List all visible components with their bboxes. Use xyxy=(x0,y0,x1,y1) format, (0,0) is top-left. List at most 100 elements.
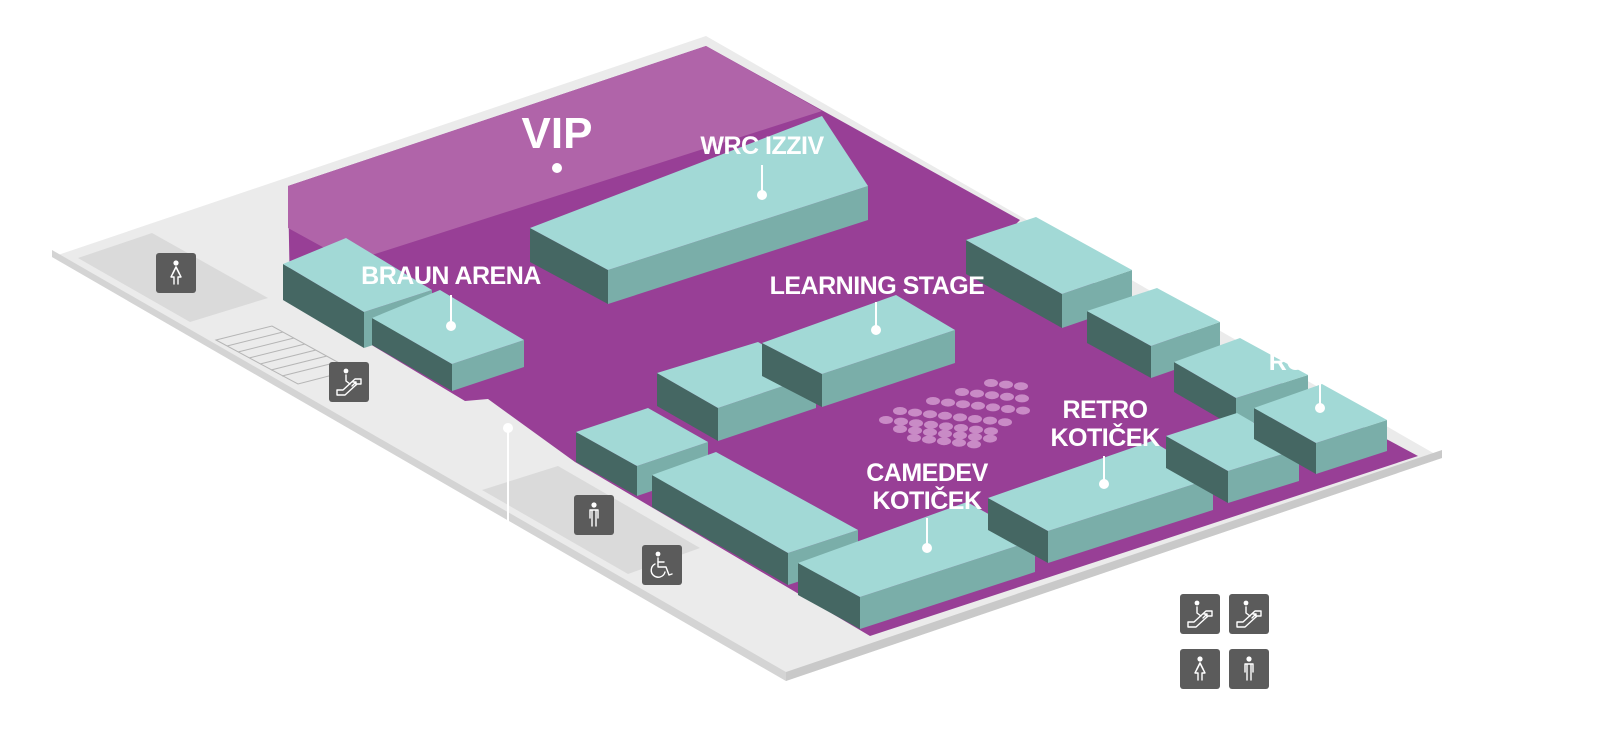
booth-lower-1-top-face xyxy=(1166,413,1299,471)
seat-dot xyxy=(941,398,955,407)
booth-braun-arena-right-face xyxy=(452,340,524,391)
booth-lower-2-top-face xyxy=(1254,384,1387,443)
seat-dot xyxy=(939,422,953,431)
seat-dot xyxy=(999,380,1013,389)
booth-wrc-izziv[interactable] xyxy=(530,116,868,304)
booth-lower-2-left-face xyxy=(1254,408,1316,474)
seat-dot xyxy=(938,411,952,420)
camedev-kot-label-line1: CAMEDEV xyxy=(866,459,988,487)
restroom-men-icon[interactable] xyxy=(574,495,614,535)
booth-block-b-left-face xyxy=(652,475,788,585)
booth-learning-left-left-face xyxy=(657,373,718,441)
seat-dot xyxy=(985,391,999,400)
learning-stage-label: LEARNING STAGE xyxy=(770,272,985,300)
braun-arena-pin xyxy=(446,321,456,331)
seat-dot xyxy=(908,426,922,435)
seat-dot xyxy=(937,437,951,446)
booth-learning-stage-left-face xyxy=(762,343,822,407)
booth-learning-stage-top-face xyxy=(762,295,955,374)
booth-wrc-izziv-left-face xyxy=(530,228,608,304)
seat-dot xyxy=(968,415,982,423)
booth-upper-3-left-face xyxy=(1174,362,1236,428)
facility-icons xyxy=(156,253,1269,689)
booth-braun-arena-left-face xyxy=(372,318,452,391)
seat-dot xyxy=(967,440,981,449)
seat-dot xyxy=(893,425,907,433)
seat-dot xyxy=(926,397,940,405)
booth-upper-1-right-face xyxy=(1062,270,1132,328)
vip-label: VIP xyxy=(522,109,593,158)
booth-upper-1-top-face xyxy=(966,217,1132,294)
seat-dot xyxy=(908,408,922,417)
retro-kot-label-line2: KOTIČEK xyxy=(1051,422,1160,452)
seat-dot xyxy=(923,410,937,419)
seat-dot xyxy=(894,417,908,426)
seat-dot xyxy=(909,419,923,428)
booth-learning-stage[interactable] xyxy=(762,295,955,407)
seat-dot xyxy=(971,401,985,410)
booth-learning-stage-right-face xyxy=(822,330,955,407)
seat-dot xyxy=(907,434,921,442)
booth-lower-1-left-face xyxy=(1166,436,1228,503)
seat-dot xyxy=(969,425,983,434)
seat-dot xyxy=(879,416,893,424)
seat-dot xyxy=(986,403,1000,412)
seat-dot xyxy=(923,428,937,437)
booth-upper-2-top-face xyxy=(1087,288,1220,346)
vip-zone xyxy=(288,46,822,262)
retro-kot-label-line1: RETRO xyxy=(1063,396,1148,424)
restroom-women-icon[interactable] xyxy=(1180,649,1220,689)
wheelchair-icon[interactable] xyxy=(642,545,682,585)
booth-upper-2-left-face xyxy=(1087,311,1151,378)
booth-upper-1-left-face xyxy=(966,240,1062,328)
booth-lower-2-right-face xyxy=(1316,420,1387,474)
booth-camedev[interactable] xyxy=(798,502,1035,629)
seat-dot xyxy=(955,388,969,396)
seat-dot xyxy=(1001,405,1015,413)
seat-dot xyxy=(956,400,970,409)
seat-dot xyxy=(983,416,997,425)
zone-labels: VIP WRC IZZIV BRAUN ARENA LEARNING STAGE… xyxy=(361,109,1325,553)
seat-dot xyxy=(1016,406,1030,415)
escalator-icon[interactable] xyxy=(329,362,369,402)
booth-block-a-left-face xyxy=(576,432,637,496)
seat-dot xyxy=(893,407,907,415)
booth-upper-1[interactable] xyxy=(966,217,1132,328)
escalator-down-icon[interactable] xyxy=(1180,594,1220,634)
seat-dot xyxy=(984,379,998,387)
restroom-men-icon[interactable] xyxy=(1229,649,1269,689)
seat-dot xyxy=(953,413,967,422)
booth-retro-right-face xyxy=(1048,478,1213,563)
booth-lower-2[interactable] xyxy=(1254,384,1387,474)
seat-dot xyxy=(1015,394,1029,403)
restroom-women-icon[interactable] xyxy=(156,253,196,293)
seat-dot xyxy=(984,427,998,436)
learning-stage-pin xyxy=(871,325,881,335)
booth-upper-2-right-face xyxy=(1151,322,1220,378)
partial-zone-pin xyxy=(1315,403,1325,413)
braun-arena-label: BRAUN ARENA xyxy=(361,262,541,290)
seat-dot xyxy=(970,389,984,398)
booth-block-b-top-face xyxy=(652,452,858,553)
seat-dot xyxy=(922,435,936,444)
booth-camedev-top-face xyxy=(798,502,1035,597)
escalator-up-icon[interactable] xyxy=(1229,594,1269,634)
booth-wrc-izziv-right-face xyxy=(608,186,868,304)
vip-pin xyxy=(552,163,562,173)
booth-upper-3-top-face xyxy=(1174,338,1308,398)
booth-lower-1-right-face xyxy=(1228,449,1299,503)
booth-wrc-izziv-top-face xyxy=(530,116,868,270)
booths xyxy=(283,116,1387,629)
seat-dot xyxy=(953,431,967,440)
seat-dot xyxy=(924,420,938,429)
booth-lower-1[interactable] xyxy=(1166,413,1299,503)
seat-dot xyxy=(998,418,1012,427)
audience-seats xyxy=(879,379,1030,449)
seat-dot xyxy=(1000,392,1014,401)
booth-camedev-right-face xyxy=(860,540,1035,629)
wrc-izziv-label: WRC IZZIV xyxy=(700,132,824,160)
booth-upper-2[interactable] xyxy=(1087,288,1220,378)
booth-camedev-left-face xyxy=(798,563,860,629)
seat-dot xyxy=(983,434,997,443)
